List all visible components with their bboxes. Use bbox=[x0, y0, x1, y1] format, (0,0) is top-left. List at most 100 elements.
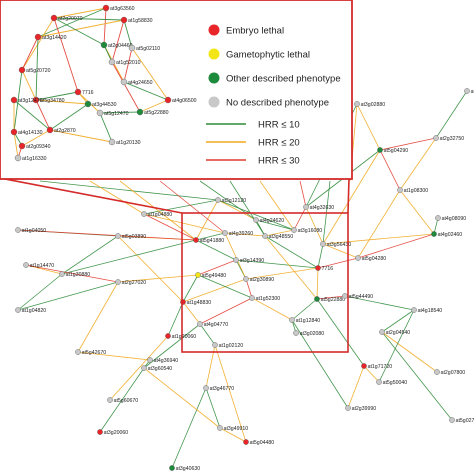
edge-hrr30 bbox=[123, 47, 133, 83]
node-label: at3g02880 bbox=[361, 102, 386, 108]
gene-node[interactable]: at3g44530 bbox=[84, 100, 117, 108]
gene-node[interactable]: at3g14390 bbox=[233, 257, 264, 264]
node-no-phenotype bbox=[342, 293, 348, 299]
gene-node[interactable]: at1g79920 bbox=[464, 88, 474, 95]
gene-node[interactable]: at3g14420 bbox=[34, 33, 67, 41]
gene-node[interactable]: at4g39260 bbox=[222, 230, 253, 237]
gene-node[interactable]: at5g04480 bbox=[243, 439, 274, 446]
gene-node[interactable]: at4g08090 bbox=[435, 215, 467, 222]
node-no-phenotype bbox=[376, 379, 382, 385]
node-label: at1g20060 bbox=[172, 334, 197, 340]
gene-node[interactable]: at2g30890 bbox=[243, 276, 274, 283]
gene-node[interactable]: at3g48550 bbox=[262, 233, 293, 240]
gene-node[interactable]: at4g32630 bbox=[303, 204, 334, 211]
edge-hrr10 bbox=[167, 301, 184, 337]
gene-node[interactable]: at1g04820 bbox=[15, 307, 46, 314]
edge-hrr10 bbox=[229, 180, 266, 237]
node-embryo-lethal bbox=[315, 265, 321, 271]
gene-node[interactable]: at5g42670 bbox=[75, 349, 106, 356]
edge-hrr10 bbox=[291, 319, 349, 409]
gene-node[interactable]: at3g02080 bbox=[293, 330, 324, 337]
gene-node[interactable]: at4g18540 bbox=[411, 307, 442, 314]
gene-node[interactable]: at4g24650 bbox=[120, 78, 153, 86]
edge-hrr30 bbox=[293, 206, 307, 231]
gene-node[interactable]: at2g20070 bbox=[50, 14, 83, 22]
gene-node[interactable]: at1g04880 bbox=[141, 211, 172, 218]
gene-node[interactable]: at1g12840 bbox=[289, 317, 320, 324]
gene-node[interactable]: at1g08300 bbox=[397, 187, 428, 194]
gene-node[interactable]: at3g60540 bbox=[141, 365, 172, 372]
gene-node[interactable]: at2g09340 bbox=[18, 142, 51, 150]
node-embryo-lethal bbox=[34, 33, 42, 41]
gene-node[interactable]: at4g06500 bbox=[164, 96, 197, 104]
gene-node[interactable]: at5g12470 bbox=[96, 109, 129, 117]
gene-node[interactable]: at2g32750 bbox=[433, 135, 464, 142]
node-no-phenotype bbox=[217, 425, 223, 431]
node-label: at1g48830 bbox=[187, 300, 212, 306]
gene-node[interactable]: at5g04290 bbox=[377, 147, 408, 154]
gene-node[interactable]: at1g14470 bbox=[23, 262, 54, 269]
gene-node[interactable]: 7716 bbox=[74, 88, 94, 96]
node-label: at2g20070 bbox=[58, 16, 83, 22]
gene-node[interactable]: at3g56430 bbox=[320, 241, 351, 248]
node-label: at2g39990 bbox=[352, 406, 377, 412]
gene-node[interactable]: at1g58830 bbox=[120, 16, 153, 24]
gene-node[interactable]: at5g22880 bbox=[136, 108, 169, 116]
gene-node[interactable]: at3g40630 bbox=[169, 465, 200, 472]
gene-node[interactable]: at5g49480 bbox=[195, 272, 226, 279]
edge-hrr10 bbox=[35, 36, 39, 101]
gene-node[interactable]: at3g63560 bbox=[102, 4, 135, 12]
node-label: at4g08090 bbox=[442, 216, 467, 222]
gene-node[interactable]: at3g20060 bbox=[97, 429, 128, 436]
edge-hrr20 bbox=[245, 267, 319, 280]
node-embryo-lethal bbox=[46, 126, 54, 134]
gene-node[interactable]: at3g16080 bbox=[291, 227, 322, 234]
gene-node[interactable]: at2g27020 bbox=[115, 279, 146, 286]
gene-node[interactable]: 7716 bbox=[315, 265, 333, 272]
gene-node[interactable]: at5g04280 bbox=[355, 255, 386, 262]
edge-hrr10 bbox=[195, 232, 226, 241]
gene-node[interactable]: at5g20720 bbox=[18, 66, 51, 74]
gene-node[interactable]: at1g71720 bbox=[361, 363, 392, 370]
node-label: at2g04460 bbox=[108, 43, 133, 49]
gene-node[interactable]: at5g60670 bbox=[107, 397, 138, 404]
gene-node[interactable]: at5g50040 bbox=[376, 379, 407, 386]
gene-node[interactable]: at1g04050 bbox=[15, 227, 46, 234]
edge-hrr10 bbox=[49, 103, 89, 131]
gene-node[interactable]: at4g24620 bbox=[253, 217, 284, 224]
gene-node[interactable]: at5g41880 bbox=[193, 237, 224, 244]
gene-node[interactable]: at1g20060 bbox=[165, 333, 197, 340]
gene-node[interactable]: at1g20130 bbox=[108, 138, 141, 146]
gene-node[interactable]: at1g52010 bbox=[108, 58, 141, 66]
gene-node[interactable]: at2g04460 bbox=[100, 41, 133, 49]
gene-node[interactable]: at4g14130 bbox=[10, 128, 43, 136]
gene-node[interactable]: at1g16330 bbox=[14, 154, 47, 162]
node-no-phenotype bbox=[212, 342, 218, 348]
gene-node[interactable]: at2g39990 bbox=[345, 405, 377, 412]
gene-node[interactable]: at3g12470 bbox=[10, 96, 43, 104]
gene-node[interactable]: at5g02110 bbox=[128, 44, 160, 52]
gene-node[interactable]: at1g02120 bbox=[212, 342, 243, 349]
gene-node[interactable]: at2g07800 bbox=[434, 369, 465, 376]
gene-node[interactable]: at5g03890 bbox=[115, 233, 146, 240]
gene-node[interactable]: at1g52300 bbox=[249, 295, 280, 302]
edge-hrr10 bbox=[197, 274, 253, 299]
gene-node[interactable]: at5g02700 bbox=[449, 417, 474, 424]
edge-hrr10 bbox=[17, 273, 63, 311]
gene-node[interactable]: at2g2870 bbox=[46, 126, 76, 134]
edge-hrr30 bbox=[245, 278, 253, 299]
node-label: at4g04770 bbox=[204, 322, 229, 328]
node-no-phenotype bbox=[464, 88, 470, 94]
inset-frame bbox=[0, 0, 353, 180]
gene-node[interactable]: at5g34780 bbox=[32, 96, 65, 104]
gene-node[interactable]: at3g12120 bbox=[215, 197, 246, 204]
gene-node[interactable]: at3g02880 bbox=[354, 101, 386, 108]
gene-node[interactable]: at5g22880 bbox=[314, 296, 345, 303]
gene-node[interactable]: at3g49910 bbox=[217, 425, 248, 432]
gene-node[interactable]: at4g02460 bbox=[431, 231, 462, 238]
gene-node[interactable]: at4g04770 bbox=[197, 321, 229, 328]
gene-node[interactable]: at3g46770 bbox=[203, 385, 234, 392]
gene-node[interactable]: at4g36940 bbox=[147, 357, 178, 364]
gene-node[interactable]: at1g30880 bbox=[59, 271, 90, 278]
gene-node[interactable]: at2g04540 bbox=[379, 329, 410, 336]
